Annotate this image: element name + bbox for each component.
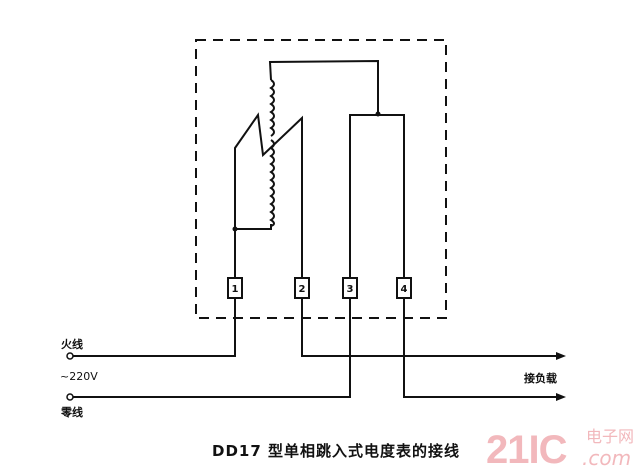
arrow-icon bbox=[556, 393, 566, 401]
neutral-output-wire bbox=[403, 298, 560, 398]
terminal-3-4-bridge bbox=[349, 114, 405, 278]
live-input-wire bbox=[73, 298, 236, 357]
arrow-icon bbox=[556, 352, 566, 360]
load-label: 接负载 bbox=[524, 372, 557, 385]
terminal-3: 3 bbox=[342, 277, 358, 299]
neutral-input-wire bbox=[73, 298, 351, 398]
live-output-wire bbox=[301, 298, 560, 357]
watermark-logo: 21IC 电子网 .com bbox=[486, 428, 633, 473]
current-coil bbox=[234, 112, 303, 278]
terminal-4: 4 bbox=[396, 277, 412, 299]
neutral-wire-label: 零线 bbox=[61, 406, 83, 419]
live-source-terminal bbox=[66, 352, 74, 360]
meter-enclosure bbox=[195, 39, 447, 319]
svg-text:1: 1 bbox=[232, 284, 239, 295]
diagram-caption: DD17 型单相跳入式电度表的接线 bbox=[212, 442, 460, 460]
terminal-1: 1 bbox=[227, 277, 243, 299]
svg-text:3: 3 bbox=[347, 284, 354, 295]
live-wire-label: 火线 bbox=[61, 338, 83, 351]
svg-text:4: 4 bbox=[401, 284, 408, 295]
watermark-sub-cn: 电子网 bbox=[586, 427, 633, 446]
svg-text:2: 2 bbox=[299, 284, 306, 295]
watermark-domain: .com bbox=[582, 446, 632, 470]
coil-return-wire bbox=[235, 224, 272, 230]
voltage-label: ~220V bbox=[60, 370, 98, 383]
voltage-coil bbox=[269, 79, 275, 227]
top-wire bbox=[268, 59, 379, 114]
terminal-2: 2 bbox=[294, 277, 310, 299]
neutral-source-terminal bbox=[66, 393, 74, 401]
watermark-main: 21IC bbox=[486, 428, 567, 472]
